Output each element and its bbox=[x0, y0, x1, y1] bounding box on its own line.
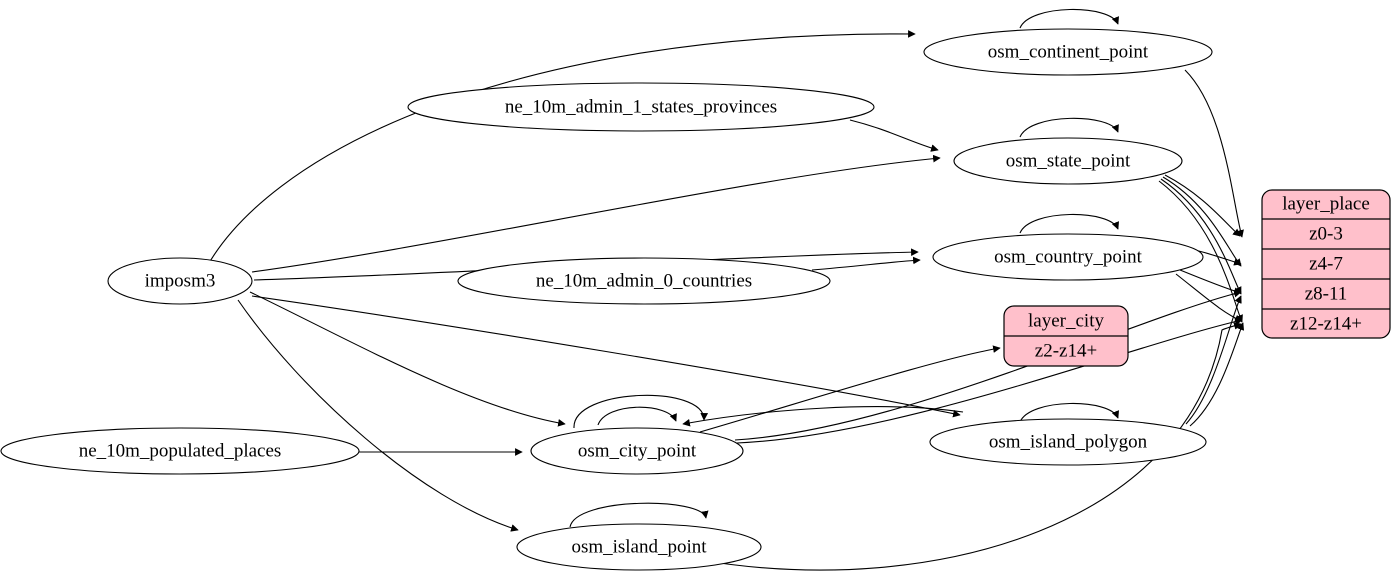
edge-layer bbox=[199, 8, 1245, 571]
node-osm-country-point[interactable]: osm_country_point bbox=[932, 233, 1204, 281]
edge-city-place-z12 bbox=[736, 317, 1243, 444]
node-islandpoly-label: osm_island_polygon bbox=[989, 431, 1148, 452]
edge-city-place-z8 bbox=[734, 289, 1242, 441]
layer-place-row-z0-3[interactable]: z0-3 bbox=[1309, 223, 1343, 244]
edge-imposm3-state bbox=[251, 154, 941, 273]
edge-imposm3-continent bbox=[199, 30, 916, 281]
node-osm-state-point[interactable]: osm_state_point bbox=[953, 137, 1183, 185]
node-imposm3[interactable]: imposm3 bbox=[107, 257, 253, 305]
node-ne-places-label: ne_10m_populated_places bbox=[79, 440, 282, 461]
node-city-label: osm_city_point bbox=[578, 440, 697, 461]
edge-islandpoly-place-z12 bbox=[1189, 322, 1245, 427]
edge-imposm3-islandpoly bbox=[251, 295, 961, 418]
edge-imposm3-islandpoint bbox=[237, 299, 519, 532]
selfloop-city-inner bbox=[597, 406, 677, 426]
node-ne-10m-admin-1-states-provinces[interactable]: ne_10m_admin_1_states_provinces bbox=[407, 82, 875, 132]
selfloop-islandpoly bbox=[1019, 402, 1119, 423]
node-imposm3-label: imposm3 bbox=[145, 270, 216, 291]
layer-city-title: layer_city bbox=[1028, 310, 1104, 331]
edge-state-place-z12 bbox=[1158, 180, 1243, 323]
layer-city-record[interactable]: layer_city z2-z14+ bbox=[1003, 305, 1129, 367]
node-ne-10m-populated-places[interactable]: ne_10m_populated_places bbox=[0, 427, 360, 475]
edge-city-layercity bbox=[699, 345, 1001, 433]
layer-place-row-z4-7[interactable]: z4-7 bbox=[1309, 253, 1343, 274]
edge-islandpoly-city bbox=[682, 406, 964, 427]
node-continent-label: osm_continent_point bbox=[988, 41, 1149, 62]
edge-continent-place-z0 bbox=[1184, 69, 1244, 238]
selfloop-islandpoint bbox=[569, 502, 709, 528]
selfloop-city-outer bbox=[573, 394, 709, 429]
layer-place-record[interactable]: layer_place z0-3 z4-7 z8-11 z12-z14+ bbox=[1261, 189, 1391, 339]
node-ne-countries-label: ne_10m_admin_0_countries bbox=[536, 270, 752, 291]
edge-nestates-state bbox=[849, 119, 939, 152]
node-ne-10m-admin-0-countries[interactable]: ne_10m_admin_0_countries bbox=[457, 257, 831, 305]
edge-state-place-z8 bbox=[1160, 178, 1242, 295]
selfloop-country bbox=[1019, 213, 1119, 234]
edge-imposm3-city bbox=[249, 291, 566, 427]
node-osm-city-point[interactable]: osm_city_point bbox=[530, 427, 744, 475]
layer-place-row-z8-11[interactable]: z8-11 bbox=[1305, 283, 1348, 304]
node-osm-island-polygon[interactable]: osm_island_polygon bbox=[929, 418, 1207, 466]
edge-necountries-country bbox=[811, 256, 921, 271]
node-islandpoint-label: osm_island_point bbox=[571, 536, 707, 557]
selfloop-state bbox=[1019, 117, 1119, 138]
node-osm-continent-point[interactable]: osm_continent_point bbox=[923, 28, 1213, 76]
layer-city-row-z2-z14[interactable]: z2-z14+ bbox=[1035, 340, 1097, 361]
layer-place-title: layer_place bbox=[1282, 193, 1370, 214]
node-ne-states-label: ne_10m_admin_1_states_provinces bbox=[505, 96, 777, 117]
node-country-label: osm_country_point bbox=[994, 246, 1142, 267]
edge-state-place-z0 bbox=[1164, 174, 1241, 237]
layer-place-row-z12-z14[interactable]: z12-z14+ bbox=[1290, 313, 1362, 334]
node-osm-island-point[interactable]: osm_island_point bbox=[516, 523, 762, 571]
selfloop-continent bbox=[1019, 8, 1119, 29]
node-state-label: osm_state_point bbox=[1006, 150, 1131, 171]
layer-place-box bbox=[1261, 189, 1391, 339]
edge-islandpoly-place-z8 bbox=[1185, 295, 1242, 425]
edge-islandpoint-place-z12 bbox=[699, 322, 1242, 571]
